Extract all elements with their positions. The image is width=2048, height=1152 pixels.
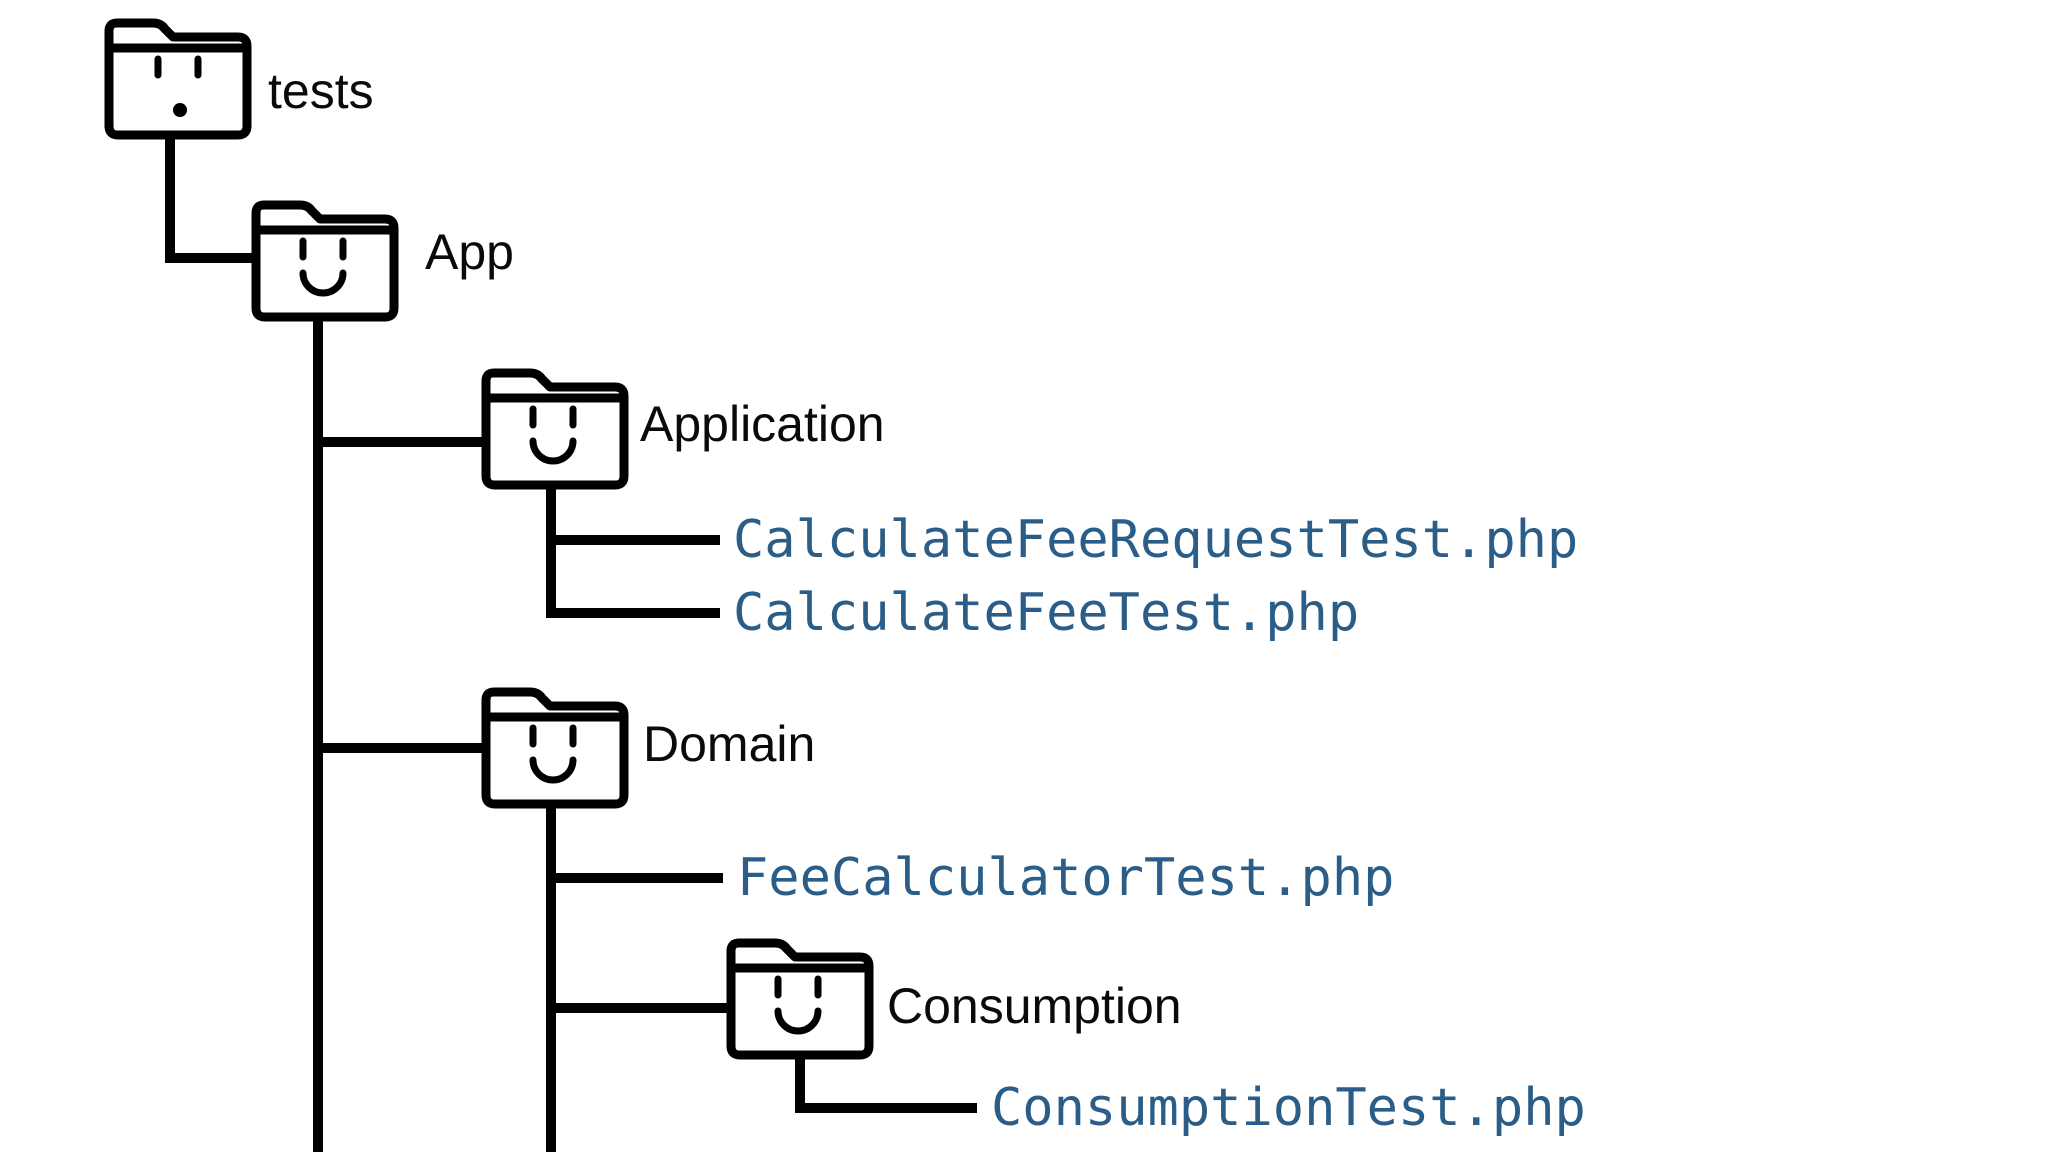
connector-tests-app — [165, 138, 252, 263]
folder-icon-app-smiley-face — [250, 200, 400, 322]
folder-label-app: App — [425, 224, 514, 280]
trunk-application — [546, 488, 720, 618]
file-label-consumption-test: ConsumptionTest.php — [991, 1078, 1586, 1138]
folder-icon-application-smiley-face — [480, 368, 630, 490]
file-label-calculate-fee-test: CalculateFeeTest.php — [733, 583, 1360, 643]
file-label-fee-calculator-test: FeeCalculatorTest.php — [737, 848, 1395, 908]
folder-label-application: Application — [640, 396, 885, 452]
file-label-calculate-fee-request-test: CalculateFeeRequestTest.php — [733, 510, 1579, 570]
folder-icon-tests-surprised-face — [103, 18, 253, 140]
folder-icon-consumption-smiley-face — [725, 938, 875, 1060]
folder-icon-domain-smiley-face — [480, 687, 630, 809]
connector-consumption-file — [795, 1056, 977, 1113]
folder-label-tests: tests — [268, 63, 374, 119]
folder-label-consumption: Consumption — [887, 978, 1182, 1034]
folder-label-domain: Domain — [643, 716, 816, 772]
